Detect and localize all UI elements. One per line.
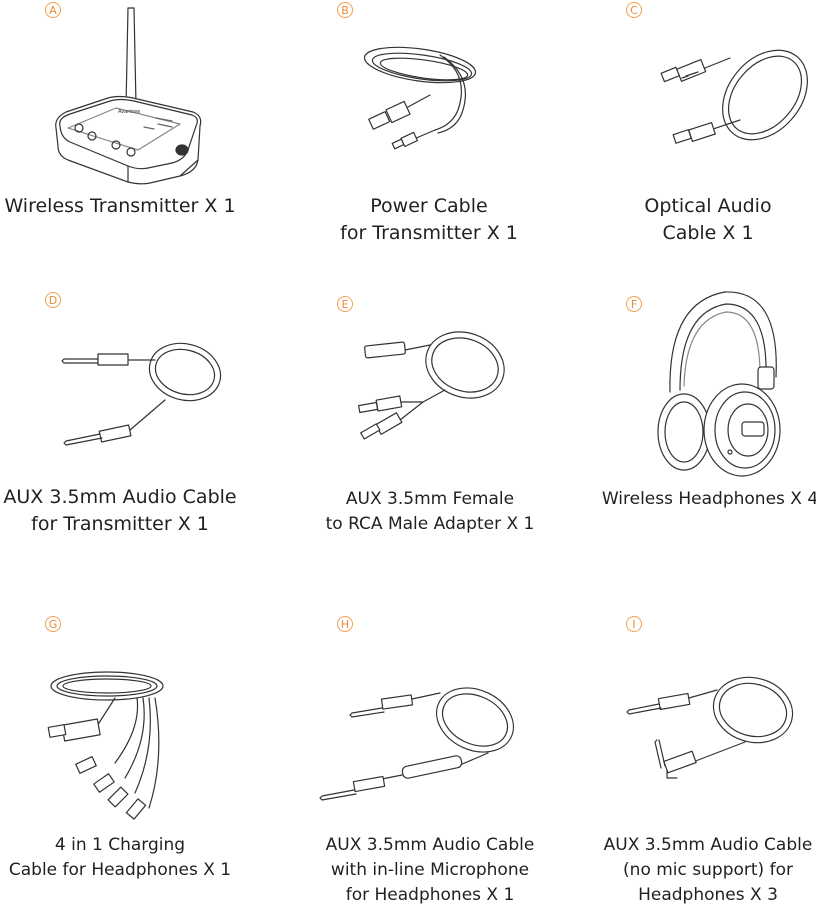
item-c-caption: Optical Audio Cable X 1 bbox=[644, 195, 772, 244]
item-g-badge: G bbox=[45, 616, 61, 632]
aux-cable-icon bbox=[60, 330, 230, 450]
charging-cable-icon bbox=[45, 668, 180, 823]
item-b-caption: Power Cable for Transmitter X 1 bbox=[340, 195, 518, 244]
item-e-caption: AUX 3.5mm Female to RCA Male Adapter X 1 bbox=[325, 489, 535, 534]
bluetooth-transmitter-icon: Avantree bbox=[48, 0, 218, 190]
item-d-badge: D bbox=[45, 292, 61, 308]
item-g-caption: 4 in 1 Charging Cable for Headphones X 1 bbox=[8, 835, 232, 880]
item-a-badge: A bbox=[45, 2, 61, 18]
item-f-caption: Wireless Headphones X 4 bbox=[601, 489, 816, 509]
headphones-icon bbox=[650, 282, 790, 482]
device-logo: Avantree bbox=[118, 109, 140, 115]
item-i-badge: I bbox=[626, 616, 642, 632]
item-i-caption: AUX 3.5mm Audio Cable (no mic support) f… bbox=[603, 835, 813, 905]
item-h-caption: AUX 3.5mm Audio Cable with in-line Micro… bbox=[325, 835, 535, 905]
optical-cable-icon bbox=[640, 40, 810, 160]
item-f-badge: F bbox=[626, 296, 642, 312]
usb-power-cable-icon bbox=[360, 35, 490, 155]
rca-adapter-icon bbox=[355, 320, 515, 445]
mic-aux-cable-icon bbox=[320, 675, 520, 810]
item-d-caption: AUX 3.5mm Audio Cable for Transmitter X … bbox=[3, 486, 237, 535]
item-a-caption: Wireless Transmitter X 1 bbox=[4, 195, 236, 217]
item-e-badge: E bbox=[337, 296, 353, 312]
item-h-badge: H bbox=[337, 616, 353, 632]
item-b-badge: B bbox=[337, 2, 353, 18]
aux-cable-angled-icon bbox=[625, 670, 800, 790]
item-c-badge: C bbox=[626, 2, 642, 18]
